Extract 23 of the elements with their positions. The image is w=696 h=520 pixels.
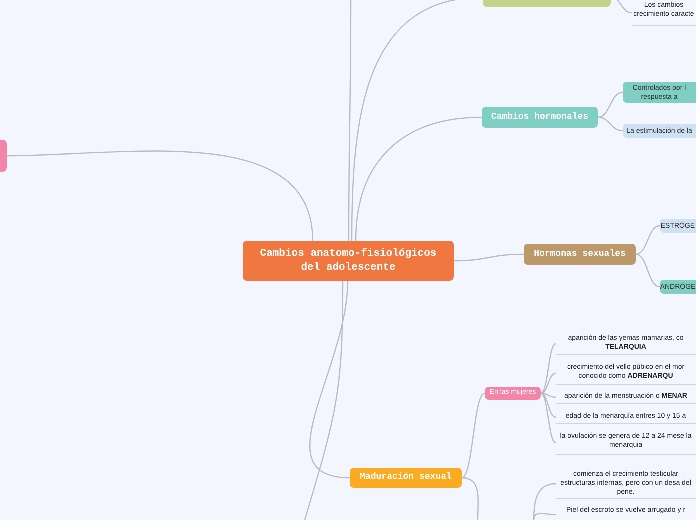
connector-line — [598, 116, 624, 132]
connector-line — [6, 150, 314, 242]
connector-line — [454, 254, 524, 262]
connector-line — [636, 225, 660, 256]
connector-line — [462, 477, 479, 520]
topic-box: Hormonas sexuales — [524, 244, 636, 265]
connector-line — [348, 0, 352, 241]
connector-line — [540, 392, 556, 398]
connector-line — [540, 392, 556, 418]
connector-line — [304, 281, 344, 520]
connector-line — [598, 92, 624, 118]
connector-line — [540, 343, 556, 394]
connector-line — [533, 483, 556, 520]
connector-line — [462, 393, 486, 478]
connector-line — [355, 116, 482, 242]
connector-line — [540, 372, 556, 394]
topic-box: Maduración sexual — [350, 468, 462, 488]
topic-box: Cambios anatomo-fisiológicos del adolescente — [243, 241, 454, 281]
connector-line — [540, 392, 556, 444]
topic-box: Cambios hormonales — [482, 107, 598, 128]
connector-line — [636, 254, 660, 288]
connector-line — [310, 280, 350, 479]
connector-line — [533, 513, 556, 520]
